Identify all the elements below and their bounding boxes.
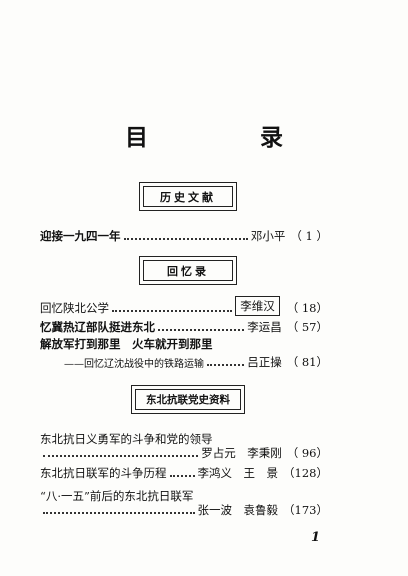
entry-title: 忆冀热辽部队挺进东北	[40, 320, 155, 334]
section-history-documents: 历史文献	[139, 182, 237, 211]
entry-title: 东北抗日联军的斗争历程	[40, 466, 167, 480]
entry-title: 迎接一九四一年	[40, 229, 121, 243]
section-label: 回忆录	[143, 260, 233, 281]
toc-entry-3[interactable]: 忆冀热辽部队挺进东北 李运昌 （ 57）	[40, 317, 328, 335]
leader-dots	[123, 238, 248, 240]
entry-page: （ 96）	[286, 446, 328, 460]
section-memoirs: 回忆录	[139, 256, 237, 285]
entry-author: 李运昌	[247, 320, 282, 334]
leader-dots	[207, 364, 245, 366]
toc-entry-2[interactable]: 回忆陕北公学 李维汉 （ 18）	[40, 296, 328, 316]
entry-author: 邓小平	[250, 229, 286, 243]
leader-dots	[43, 455, 199, 457]
entry-page: （ 18）	[286, 301, 328, 315]
toc-entry-7[interactable]: 张一波 袁鲁毅 （173）	[40, 500, 328, 518]
entry-page: （173）	[283, 503, 328, 517]
entry-author: 张一波 袁鲁毅	[197, 503, 279, 517]
toc-entry-1[interactable]: 迎接一九四一年 邓小平 （ 1 ）	[40, 226, 328, 244]
entry-author: 李鸿义 王 景	[197, 466, 279, 480]
entry-page: （ 57）	[286, 320, 328, 334]
leader-dots	[169, 475, 195, 477]
entry-author: 李维汉	[235, 296, 280, 316]
entry-author: 吕正操	[247, 355, 282, 369]
toc-entry-7-title[interactable]: “八·一五”前后的东北抗日联军	[40, 489, 194, 503]
toc-entry-5-title[interactable]: 东北抗日义勇军的斗争和党的领导	[40, 432, 213, 446]
leader-dots	[112, 310, 233, 312]
entry-title: 回忆陕北公学	[40, 301, 109, 315]
section-party-history: 东北抗联党史资料	[131, 385, 245, 414]
toc-entry-4-title[interactable]: 解放军打到那里 火车就开到那里	[40, 337, 213, 351]
entry-page: （ 81）	[286, 355, 328, 369]
section-label: 历史文献	[143, 186, 233, 207]
section-label: 东北抗联党史资料	[135, 389, 241, 410]
leader-dots	[43, 512, 195, 514]
entry-page: （128）	[283, 466, 328, 480]
page-title: 目 录	[124, 124, 335, 151]
toc-entry-4[interactable]: ——回忆辽沈战役中的铁路运输 吕正操 （ 81）	[64, 352, 328, 370]
entry-author: 罗占元 李秉刚	[201, 446, 282, 460]
entry-subtitle: ——回忆辽沈战役中的铁路运输	[64, 359, 204, 370]
toc-entry-6[interactable]: 东北抗日联军的斗争历程 李鸿义 王 景 （128）	[40, 463, 328, 481]
toc-entry-5[interactable]: 罗占元 李秉刚 （ 96）	[40, 443, 328, 461]
entry-page: （ 1 ）	[290, 229, 328, 243]
page-number: 1	[311, 530, 321, 545]
leader-dots	[158, 329, 245, 331]
